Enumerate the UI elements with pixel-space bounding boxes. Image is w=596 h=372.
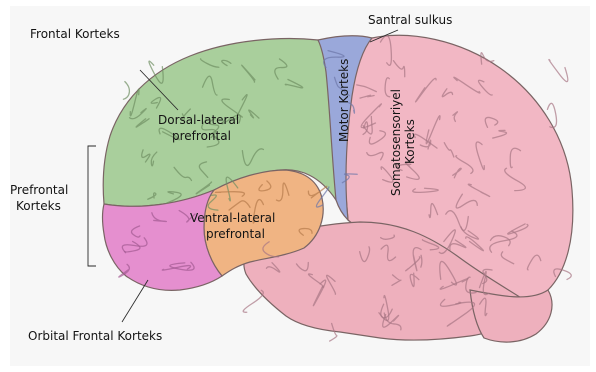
label-frontal-korteks: Frontal Korteks bbox=[30, 27, 120, 41]
label-prefrontal-2: Korteks bbox=[16, 199, 61, 213]
label-motor-korteks: Motor Korteks bbox=[337, 59, 351, 142]
label-dorsal-lateral-2: prefrontal bbox=[172, 129, 231, 143]
label-somatosensoriyel-2: Korteks bbox=[403, 119, 417, 164]
label-ventral-lateral-2: prefrontal bbox=[206, 227, 265, 241]
label-somatosensoriyel-1: Somatosensoriyel bbox=[389, 89, 403, 196]
label-orbital-frontal: Orbital Frontal Korteks bbox=[28, 329, 162, 343]
label-prefrontal-1: Prefrontal bbox=[10, 183, 68, 197]
label-dorsal-lateral-1: Dorsal-lateral bbox=[158, 113, 239, 127]
label-santral-sulkus: Santral sulkus bbox=[368, 13, 452, 27]
label-ventral-lateral-1: Ventral-lateral bbox=[190, 211, 275, 225]
